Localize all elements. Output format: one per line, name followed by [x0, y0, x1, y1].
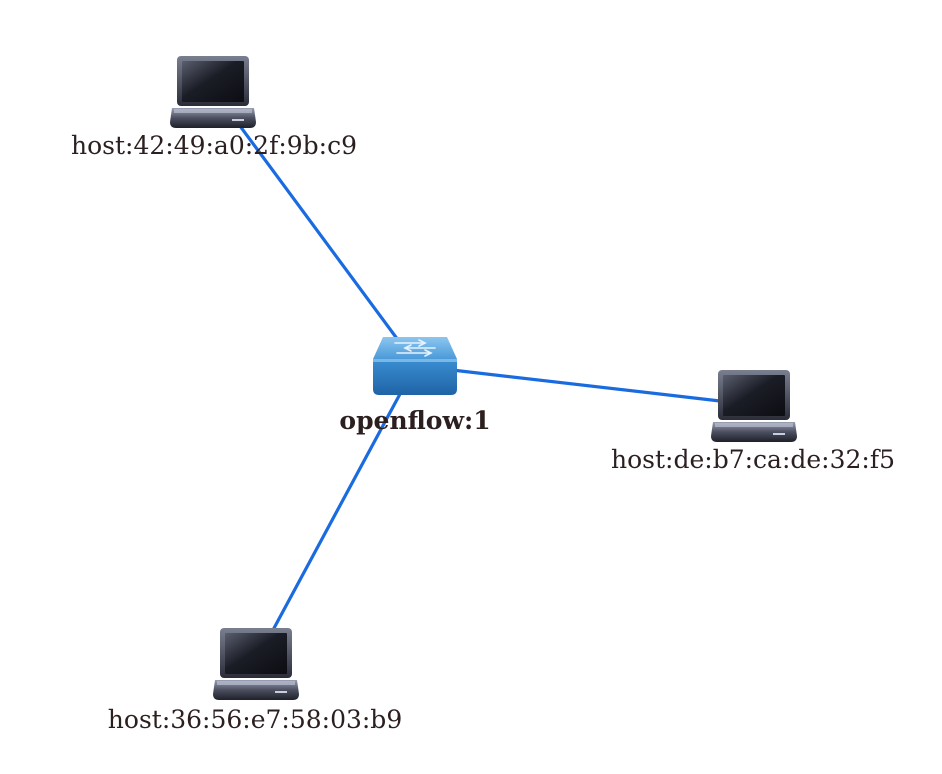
host-node[interactable]: host:36:56:e7:58:03:b9 [108, 628, 402, 734]
host-node[interactable]: host:42:49:a0:2f:9b:c9 [71, 56, 357, 160]
laptop-icon [711, 370, 797, 442]
link-switch-to-host-3[interactable] [271, 393, 402, 631]
link-switch-to-host-2[interactable] [451, 368, 721, 403]
host-label: host:de:b7:ca:de:32:f5 [611, 445, 895, 474]
switch-node[interactable]: openflow:1 [339, 337, 491, 435]
switch-icon [373, 337, 457, 395]
host-node[interactable]: host:de:b7:ca:de:32:f5 [611, 370, 895, 474]
links-layer [238, 125, 721, 631]
link-switch-to-host-1[interactable] [238, 125, 400, 341]
laptop-icon [213, 628, 299, 700]
switch-label: openflow:1 [339, 406, 490, 435]
laptop-icon [170, 56, 256, 128]
host-label: host:42:49:a0:2f:9b:c9 [71, 131, 357, 160]
host-label: host:36:56:e7:58:03:b9 [108, 705, 402, 734]
